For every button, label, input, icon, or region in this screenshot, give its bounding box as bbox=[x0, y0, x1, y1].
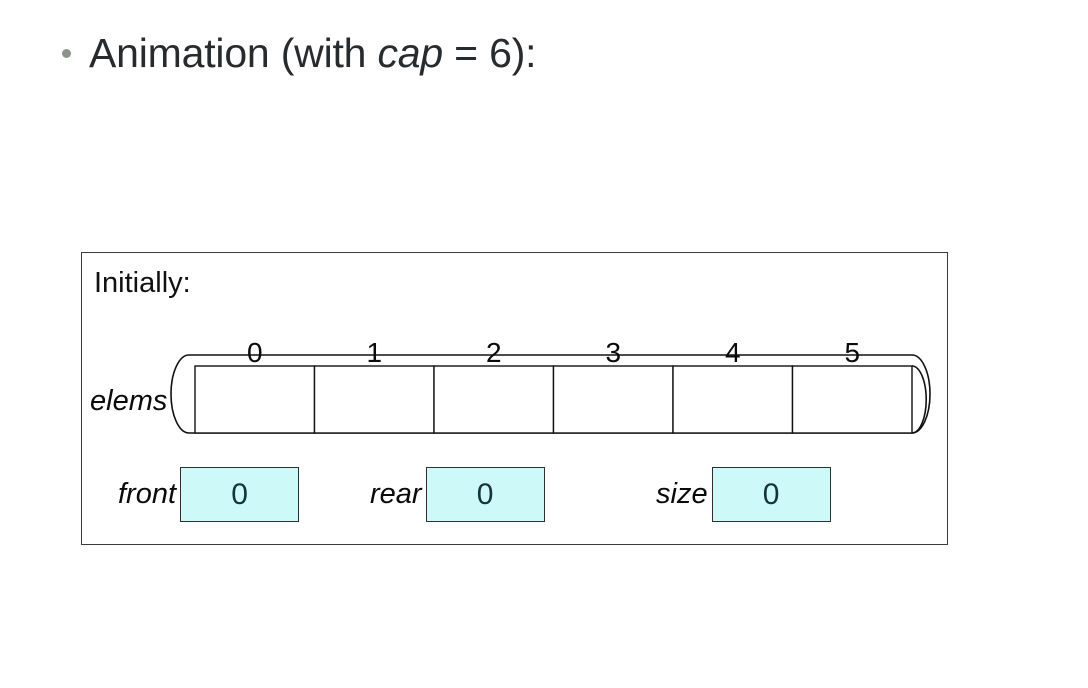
variable-size-label: size bbox=[656, 478, 708, 510]
heading-emphasis: cap bbox=[377, 30, 443, 76]
variable-front-box[interactable]: 0 bbox=[180, 467, 300, 522]
variable-front: front 0 bbox=[118, 467, 300, 522]
variable-rear-box[interactable]: 0 bbox=[425, 467, 545, 522]
array-index-label: 1 bbox=[366, 337, 383, 368]
array-name-label: elems bbox=[90, 385, 168, 417]
diagram-caption: Initially: bbox=[94, 267, 191, 299]
variable-size: size 0 bbox=[656, 467, 831, 522]
capsule-left-cap bbox=[170, 354, 190, 434]
array-cells bbox=[194, 365, 913, 434]
array-index-label: 5 bbox=[844, 337, 861, 368]
array-cell bbox=[672, 365, 794, 434]
array-cell bbox=[313, 365, 435, 434]
heading-suffix: = 6): bbox=[442, 30, 537, 76]
variable-rear-value: 0 bbox=[476, 477, 494, 511]
variable-size-value: 0 bbox=[762, 477, 780, 511]
page-title: Animation (with cap = 6): bbox=[89, 30, 537, 76]
array-cell bbox=[194, 365, 316, 434]
capsule-right-seam bbox=[911, 365, 928, 434]
heading-prefix: Animation (with bbox=[89, 30, 378, 76]
array-index-label: 0 bbox=[246, 337, 263, 368]
variable-front-label: front bbox=[118, 478, 177, 510]
array-index-label: 2 bbox=[485, 337, 502, 368]
variable-size-box[interactable]: 0 bbox=[711, 467, 831, 522]
diagram-frame: Initially: bbox=[81, 252, 948, 545]
variable-rear: rear 0 bbox=[370, 467, 545, 522]
variable-front-value: 0 bbox=[231, 477, 248, 511]
array-cell bbox=[433, 365, 555, 434]
bullet-dot-icon bbox=[62, 49, 71, 58]
array-cell bbox=[791, 365, 913, 434]
array-index-label: 4 bbox=[724, 337, 741, 368]
array-cell bbox=[552, 365, 674, 434]
variable-rear-label: rear bbox=[370, 478, 422, 510]
slide-heading: Animation (with cap = 6): bbox=[62, 30, 537, 76]
array-index-label: 3 bbox=[605, 337, 622, 368]
capsule-right-cap bbox=[911, 354, 931, 434]
